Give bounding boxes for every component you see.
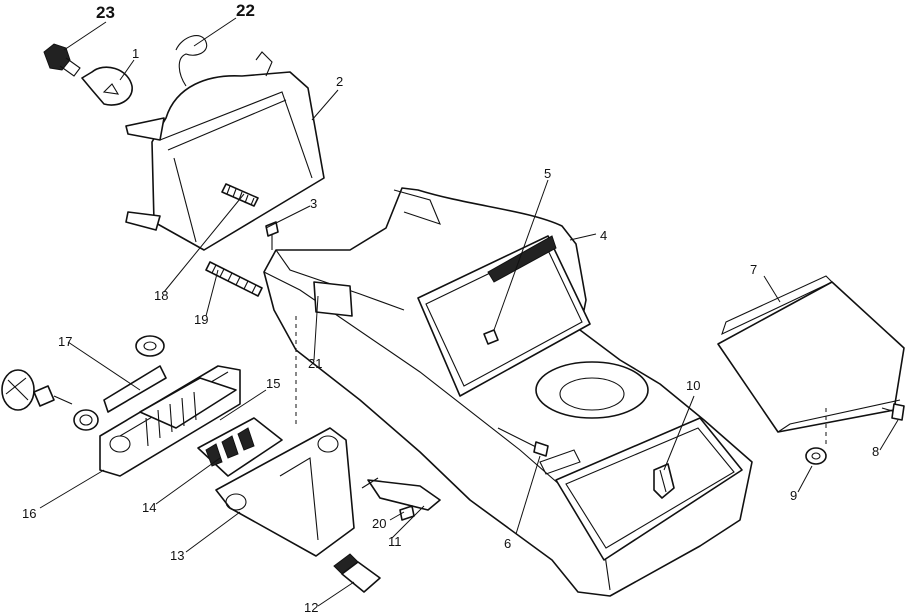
bulb: [81, 66, 133, 106]
springs-short: [221, 183, 259, 207]
callout-13: 13: [170, 548, 184, 563]
cover-panel: [717, 275, 905, 433]
connector-plug: [333, 553, 381, 593]
adjusting-screw: [265, 221, 279, 250]
headlight-housing: [125, 51, 325, 251]
callout-17: 17: [58, 334, 72, 349]
connector-block: [197, 417, 283, 477]
callout-19: 19: [194, 312, 208, 327]
callout-6: 6: [504, 536, 511, 551]
screw: [483, 329, 499, 345]
callout-9: 9: [790, 488, 797, 503]
callout-1: 1: [132, 46, 139, 61]
callout-3: 3: [310, 196, 317, 211]
gasket: [103, 365, 167, 413]
callout-10: 10: [686, 378, 700, 393]
callout-7: 7: [750, 262, 757, 277]
callout-21: 21: [308, 356, 322, 371]
callout-14: 14: [142, 500, 156, 515]
plug: [361, 477, 441, 511]
bulb-socket: [43, 43, 81, 77]
panel-screw: [881, 403, 905, 421]
switch-block: [139, 377, 237, 447]
mounting-bracket: [215, 427, 355, 557]
callout-20: 20: [372, 516, 386, 531]
washer: [805, 447, 827, 465]
wire-harness: [175, 35, 208, 87]
callout-11: 11: [388, 534, 402, 549]
decal: [313, 281, 353, 317]
callout-18: 18: [154, 288, 168, 303]
callout-15: 15: [266, 376, 280, 391]
callout-16: 16: [22, 506, 36, 521]
callout-12: 12: [304, 600, 318, 615]
callout-23: 23: [96, 3, 115, 22]
dashboard-panel: [263, 187, 753, 597]
callout-2: 2: [336, 74, 343, 89]
callout-4: 4: [600, 228, 607, 243]
callout-5: 5: [544, 166, 551, 181]
grommet: [135, 335, 165, 357]
spring-long: [205, 261, 263, 297]
callout-22: 22: [236, 1, 255, 20]
bolt: [497, 427, 549, 457]
callout-8: 8: [872, 444, 879, 459]
ignition-switch: [1, 369, 99, 431]
